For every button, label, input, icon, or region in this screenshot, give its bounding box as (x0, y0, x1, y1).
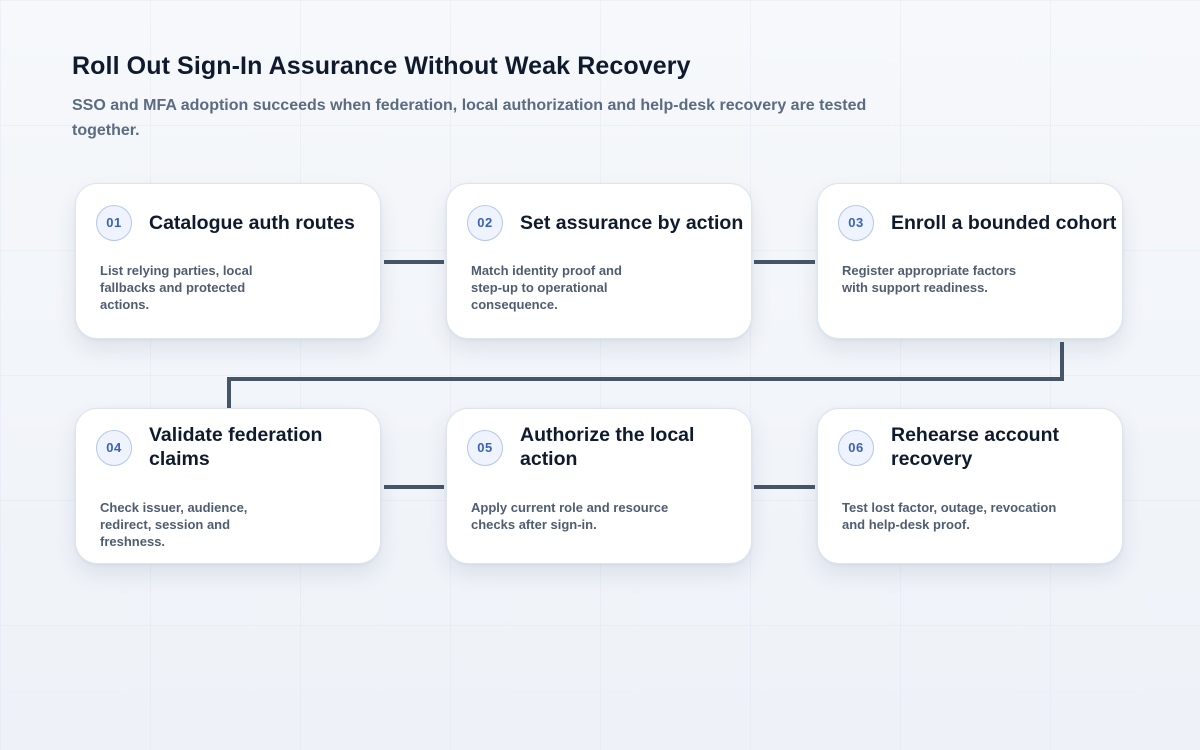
connector-03-04 (227, 342, 1064, 408)
step-description: Check issuer, audience, redirect, sessio… (100, 500, 248, 549)
step-card-02: 02 Set assurance by action Match identit… (446, 183, 752, 339)
step-number-badge: 01 (96, 205, 132, 241)
step-description: Register appropriate factors with suppor… (842, 263, 1017, 295)
step-description: Test lost factor, outage, revocation and… (842, 500, 1057, 532)
step-number-badge: 05 (467, 430, 503, 466)
step-title: Set assurance by action (520, 212, 744, 234)
step-title: Enroll a bounded cohort (891, 212, 1117, 234)
step-card-04: 04 Validate federation claims Check issu… (75, 408, 381, 564)
step-description: Apply current role and resource checks a… (471, 500, 669, 532)
step-number-badge: 04 (96, 430, 132, 466)
step-card-05: 05 Authorize the local action Apply curr… (446, 408, 752, 564)
step-card-01: 01 Catalogue auth routes List relying pa… (75, 183, 381, 339)
page-title: Roll Out Sign-In Assurance Without Weak … (72, 52, 691, 80)
step-title: Catalogue auth routes (149, 212, 355, 234)
step-card-06: 06 Rehearse account recovery Test lost f… (817, 408, 1123, 564)
step-card-03: 03 Enroll a bounded cohort Register appr… (817, 183, 1123, 339)
step-title: Rehearse account recovery (891, 424, 1059, 470)
step-number-badge: 06 (838, 430, 874, 466)
step-number-badge: 02 (467, 205, 503, 241)
step-description: Match identity proof and step-up to oper… (471, 263, 622, 312)
step-number-badge: 03 (838, 205, 874, 241)
step-title: Authorize the local action (520, 424, 695, 470)
step-title: Validate federation claims (149, 424, 323, 470)
page-subtitle: SSO and MFA adoption succeeds when feder… (72, 97, 867, 139)
step-description: List relying parties, local fallbacks an… (100, 263, 253, 312)
